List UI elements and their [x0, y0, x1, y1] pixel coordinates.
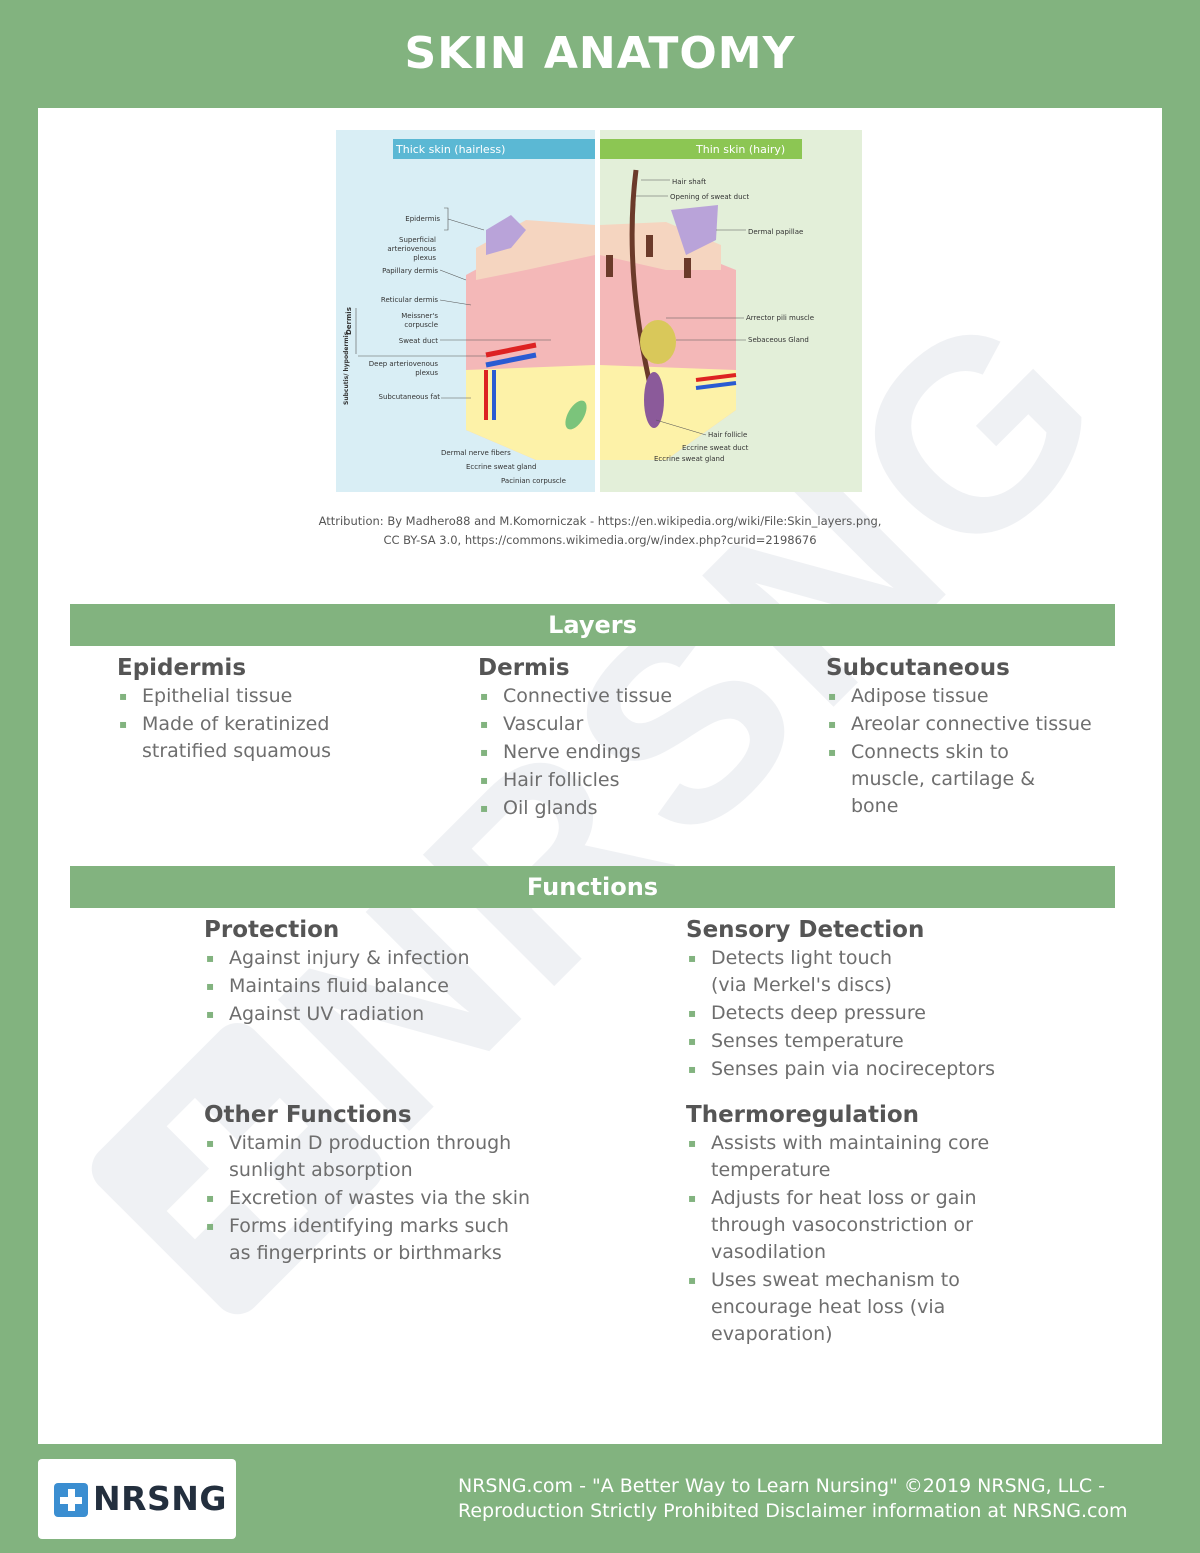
- other-functions-block: Other Functions Vitamin D production thr…: [204, 1101, 534, 1267]
- sensory-detection-title: Sensory Detection: [686, 917, 925, 943]
- nrsng-logo[interactable]: NRSNG: [38, 1459, 236, 1539]
- label-deep-plexus-1: Deep arteriovenous: [369, 360, 439, 368]
- list-item: Excretion of wastes via the skin: [204, 1185, 534, 1212]
- footer-disclaimer: NRSNG.com - "A Better Way to Learn Nursi…: [458, 1474, 1178, 1524]
- list-item: Senses pain via nocireceptors: [686, 1056, 1016, 1083]
- label-sweat-duct: Sweat duct: [399, 337, 438, 345]
- epidermis-title: Epidermis: [117, 655, 247, 681]
- label-nerve-fibers: Dermal nerve fibers: [441, 449, 511, 457]
- thermoregulation-list: Assists with maintaining core temperatur…: [686, 1130, 1016, 1348]
- protection-title: Protection: [204, 917, 340, 943]
- list-item: Against UV radiation: [204, 1001, 524, 1028]
- footer-line-2: Reproduction Strictly Prohibited Disclai…: [458, 1500, 1128, 1522]
- label-superficial-1: Superficial: [399, 236, 436, 244]
- label-subcutis-side: Subcutis/ hypodermis: [343, 331, 350, 405]
- label-reticular: Reticular dermis: [381, 296, 438, 304]
- logo-text: NRSNG: [93, 1479, 228, 1518]
- protection-block: Protection Against injury & infection Ma…: [204, 916, 524, 1028]
- list-item: Against injury & infection: [204, 945, 524, 972]
- label-subcutaneous-fat: Subcutaneous fat: [379, 393, 441, 401]
- medical-cross-icon: [54, 1483, 88, 1517]
- label-eccrine-gland-right: Eccrine sweat gland: [654, 455, 724, 463]
- dermis-column: Dermis Connective tissue Vascular Nerve …: [478, 654, 778, 822]
- label-deep-plexus-2: plexus: [415, 369, 438, 377]
- list-item: Vitamin D production through sunlight ab…: [204, 1130, 519, 1184]
- epidermis-column: Epidermis Epithelial tissue Made of kera…: [117, 654, 387, 765]
- thick-skin-label: Thick skin (hairless): [395, 143, 505, 156]
- list-item: Nerve endings: [478, 739, 778, 766]
- list-item: Oil glands: [478, 795, 778, 822]
- list-item: Made of keratinized stratified squamous: [117, 711, 342, 765]
- label-opening: Opening of sweat duct: [670, 193, 749, 201]
- page-title: SKIN ANATOMY: [404, 28, 796, 79]
- footer-line-1: NRSNG.com - "A Better Way to Learn Nursi…: [458, 1475, 1106, 1497]
- skin-layers-diagram: Thick skin (hairless) Thin skin (hairy) …: [336, 130, 862, 492]
- epidermis-list: Epithelial tissue Made of keratinized st…: [117, 683, 387, 765]
- other-functions-title: Other Functions: [204, 1102, 412, 1128]
- list-item: Areolar connective tissue: [826, 711, 1116, 738]
- list-item: Detects light touch (via Merkel's discs): [686, 945, 911, 999]
- layers-heading: Layers: [70, 604, 1115, 646]
- attribution: Attribution: By Madhero88 and M.Komornic…: [218, 512, 982, 550]
- protection-list: Against injury & infection Maintains flu…: [204, 945, 524, 1028]
- label-meissner-2: corpuscle: [404, 321, 438, 329]
- label-arrector: Arrector pili muscle: [746, 314, 814, 322]
- thermoregulation-title: Thermoregulation: [686, 1102, 920, 1128]
- list-item: Hair follicles: [478, 767, 778, 794]
- label-meissner-1: Meissner's: [401, 312, 438, 320]
- list-item: Epithelial tissue: [117, 683, 387, 710]
- label-sebaceous: Sebaceous Gland: [748, 336, 809, 344]
- thin-skin-label: Thin skin (hairy): [695, 143, 785, 156]
- list-item: Detects deep pressure: [686, 1000, 1016, 1027]
- label-eccrine-gland-left: Eccrine sweat gland: [466, 463, 536, 471]
- label-superficial-2: arteriovenous: [387, 245, 436, 253]
- list-item: Connects skin to muscle, cartilage & bon…: [826, 739, 1086, 820]
- sensory-detection-block: Sensory Detection Detects light touch (v…: [686, 916, 1016, 1083]
- label-dermis-side: Dermis: [345, 307, 353, 335]
- dermis-title: Dermis: [478, 655, 570, 681]
- attribution-line-2: CC BY-SA 3.0, https://commons.wikimedia.…: [383, 533, 817, 547]
- label-eccrine-duct: Eccrine sweat duct: [682, 444, 749, 452]
- subcutaneous-title: Subcutaneous: [826, 655, 1010, 681]
- sensory-detection-list: Detects light touch (via Merkel's discs)…: [686, 945, 1016, 1083]
- label-superficial-3: plexus: [413, 254, 436, 262]
- list-item: Senses temperature: [686, 1028, 1016, 1055]
- list-item: Uses sweat mechanism to encourage heat l…: [686, 1267, 971, 1348]
- list-item: Adjusts for heat loss or gain through va…: [686, 1185, 991, 1266]
- list-item: Assists with maintaining core temperatur…: [686, 1130, 1001, 1184]
- list-item: Maintains fluid balance: [204, 973, 524, 1000]
- list-item: Adipose tissue: [826, 683, 1116, 710]
- functions-heading: Functions: [70, 866, 1115, 908]
- label-hair-shaft: Hair shaft: [672, 178, 706, 186]
- dermis-list: Connective tissue Vascular Nerve endings…: [478, 683, 778, 822]
- label-pacinian: Pacinian corpuscle: [501, 477, 566, 485]
- thermoregulation-block: Thermoregulation Assists with maintainin…: [686, 1101, 1016, 1348]
- subcutaneous-list: Adipose tissue Areolar connective tissue…: [826, 683, 1116, 820]
- label-follicle: Hair follicle: [708, 431, 747, 439]
- content-sheet: NRSNG Thick skin (hairless) Thin skin (h…: [38, 108, 1162, 1444]
- list-item: Connective tissue: [478, 683, 778, 710]
- subcutaneous-column: Subcutaneous Adipose tissue Areolar conn…: [826, 654, 1116, 820]
- other-functions-list: Vitamin D production through sunlight ab…: [204, 1130, 534, 1267]
- label-papillae: Dermal papillae: [748, 228, 803, 236]
- label-papillary: Papillary dermis: [382, 267, 438, 275]
- list-item: Vascular: [478, 711, 778, 738]
- attribution-line-1: Attribution: By Madhero88 and M.Komornic…: [318, 514, 882, 528]
- list-item: Forms identifying marks such as fingerpr…: [204, 1213, 519, 1267]
- label-epidermis: Epidermis: [405, 215, 440, 223]
